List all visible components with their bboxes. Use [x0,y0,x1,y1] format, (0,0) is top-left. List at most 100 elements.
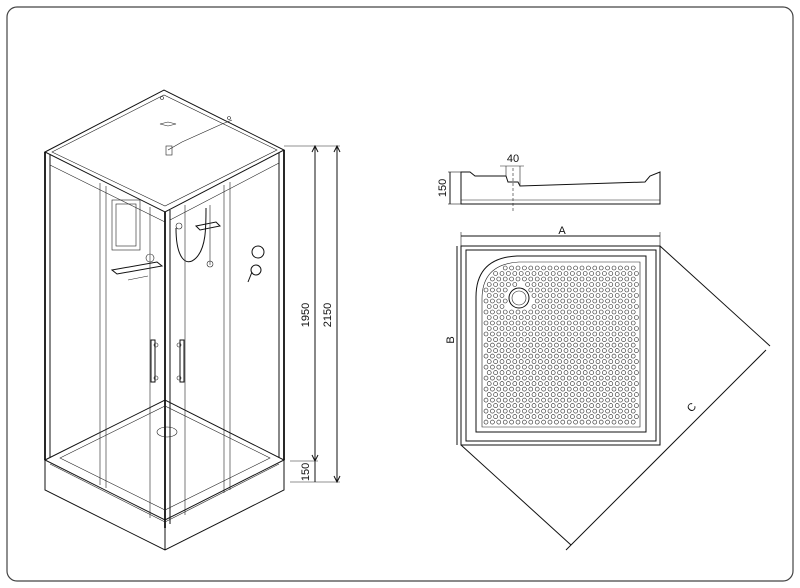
anti-slip-dot [634,293,639,298]
anti-slip-dot [506,271,511,276]
anti-slip-dot [624,276,630,282]
anti-slip-dot [586,408,591,414]
anti-slip-dot [627,315,633,320]
anti-slip-dot [627,414,633,419]
anti-slip-dot [595,403,601,408]
anti-slip-dot [624,397,630,403]
anti-slip-dot [486,326,492,331]
anti-slip-dot [499,381,505,386]
anti-slip-dot [589,271,594,276]
anti-slip-dot [496,419,502,425]
anti-slip-dot [618,375,623,381]
plan-label-a: A [558,225,566,237]
anti-slip-dot [490,364,495,370]
anti-slip-dot [502,342,508,348]
anti-slip-dot [605,397,610,403]
anti-slip-dot [579,375,585,381]
plan-label-c: C [685,401,699,415]
anti-slip-dot [528,364,534,370]
anti-slip-dot [605,331,610,337]
anti-slip-dot [570,359,575,364]
anti-slip-dot [621,359,626,364]
anti-slip-dot [522,419,527,425]
anti-slip-dot [490,397,495,403]
anti-slip-dot [490,331,495,337]
anti-slip-dot [550,403,556,408]
anti-slip-dot [630,276,636,282]
anti-slip-dot [570,326,575,331]
anti-slip-dot [621,370,626,375]
anti-slip-dot [490,276,495,282]
anti-slip-dot [624,419,630,425]
anti-slip-dot [499,359,505,364]
anti-slip-dot [563,315,569,320]
anti-slip-dot [576,414,582,419]
anti-slip-dot [566,342,572,348]
anti-slip-dot [566,276,572,282]
anti-slip-dot [586,364,591,370]
anti-slip-dot-pattern [483,265,639,425]
anti-slip-dot [579,331,585,337]
anti-slip-dot [563,392,569,397]
anti-slip-dot [531,315,537,320]
anti-slip-dot [566,408,572,414]
anti-slip-dot [592,364,598,370]
anti-slip-dot [624,320,630,326]
anti-slip-dot [557,392,562,397]
anti-slip-dot [557,282,562,287]
anti-slip-dot [630,375,636,381]
anti-slip-dot [608,414,614,419]
anti-slip-dot [560,298,566,304]
anti-slip-dot [547,397,553,403]
anti-slip-dot [570,370,575,375]
anti-slip-dot [586,353,591,359]
anti-slip-dot [621,392,626,397]
anti-slip-dot [483,298,489,304]
anti-slip-dot [576,315,582,320]
anti-slip-dot [598,342,604,348]
anti-slip-dot [538,293,543,298]
anti-slip-dot [618,309,623,315]
anti-slip-dot [509,375,514,381]
anti-slip-dot [563,381,569,386]
anti-slip-dot [490,386,495,392]
anti-slip-dot [592,397,598,403]
anti-slip-dot [522,342,527,348]
anti-slip-dot [486,337,492,342]
anti-slip-dot [598,309,604,315]
anti-slip-dot [611,342,617,348]
anti-slip-dot [541,342,546,348]
anti-slip-dot [598,375,604,381]
anti-slip-dot [614,414,620,419]
anti-slip-dot [554,309,559,315]
anti-slip-dot [582,381,588,386]
anti-slip-dot [502,320,508,326]
anti-slip-dot [493,403,498,408]
anti-slip-dot [512,282,518,287]
anti-slip-dot [602,282,607,287]
anti-slip-dot [608,315,614,320]
anti-slip-dot [486,403,492,408]
anti-slip-dot [502,386,508,392]
anti-slip-dot [582,403,588,408]
anti-slip-dot [614,359,620,364]
anti-slip-dot [618,265,623,271]
anti-slip-dot [589,403,594,408]
anti-slip-dot [608,337,614,342]
anti-slip-dot [598,331,604,337]
anti-slip-dot [515,397,521,403]
anti-slip-dot [570,403,575,408]
anti-slip-dot [531,326,537,331]
anti-slip-dot [560,287,566,293]
anti-slip-dot [624,287,630,293]
anti-slip-dot [576,282,582,287]
anti-slip-dot [506,359,511,364]
anti-slip-dot [506,414,511,419]
anti-slip-dot [506,348,511,353]
anti-slip-dot [611,298,617,304]
anti-slip-dot [534,364,540,370]
anti-slip-dot [528,419,534,425]
anti-slip-dot [541,375,546,381]
anti-slip-dot [534,309,540,315]
anti-slip-dot [566,298,572,304]
